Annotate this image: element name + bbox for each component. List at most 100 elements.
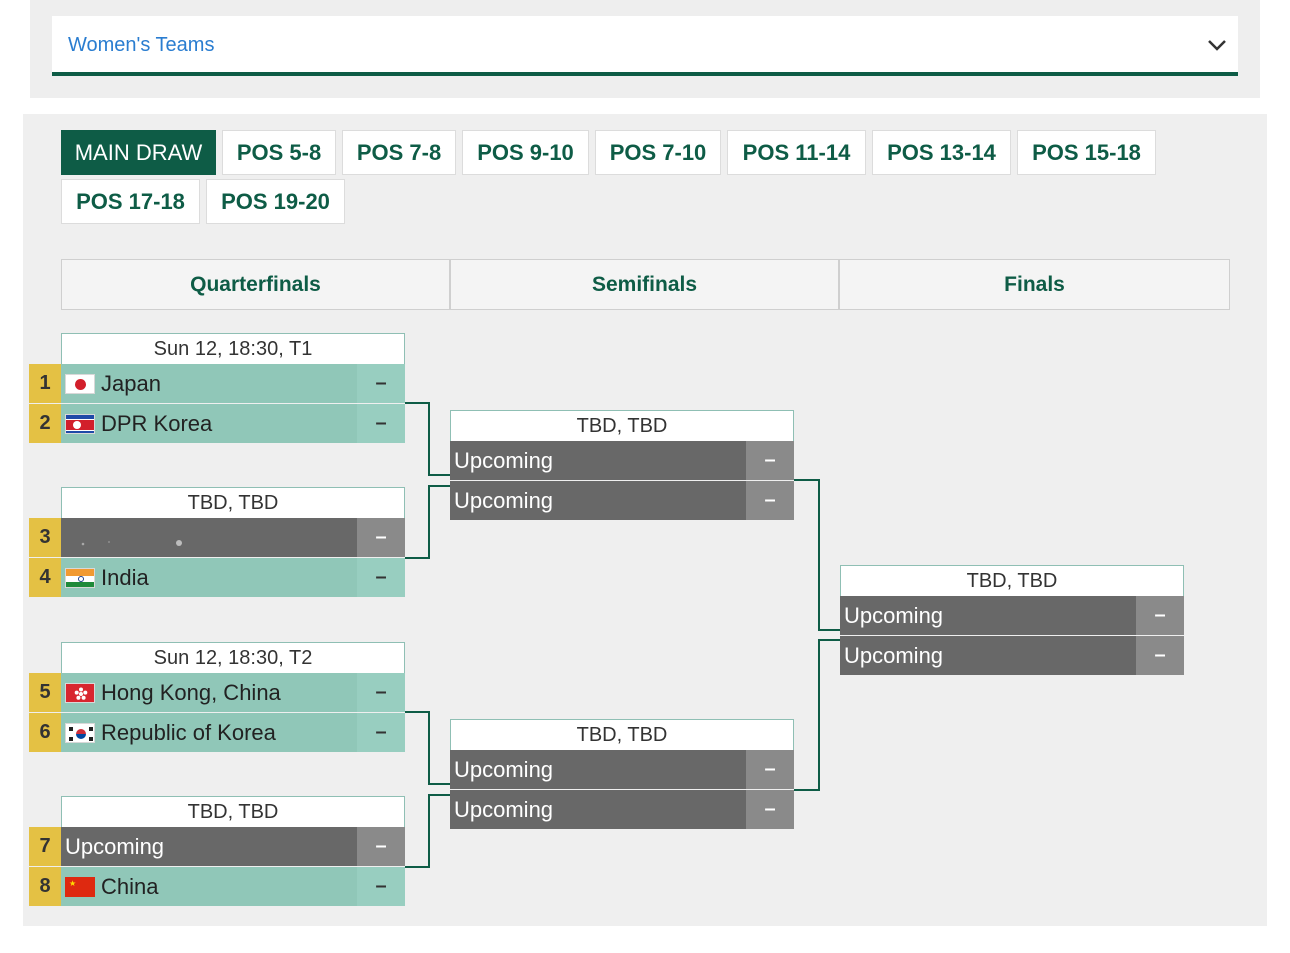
team-cell: Upcoming — [450, 790, 746, 829]
team-cell: Upcoming — [450, 750, 746, 789]
tab-pos-5-8[interactable]: POS 5-8 — [222, 130, 336, 175]
seed-number: 3 — [29, 518, 61, 557]
bracket-connector — [428, 794, 430, 868]
bracket-connector — [428, 783, 450, 785]
china-flag-icon: ★ — [65, 876, 95, 897]
dropdown-selected-value: Women's Teams — [68, 34, 215, 56]
score: – — [357, 518, 405, 557]
match-row[interactable]: 8 ★ China – — [29, 867, 405, 906]
round-header-quarterfinals: Quarterfinals — [61, 259, 450, 310]
bracket-connector — [428, 794, 450, 796]
score: – — [357, 827, 405, 866]
score: – — [746, 441, 794, 480]
team-name: Upcoming — [454, 487, 554, 513]
match-row[interactable]: Upcoming – — [450, 481, 794, 520]
team-name: Hong Kong, China — [101, 679, 281, 705]
team-name: India — [101, 564, 149, 590]
team-name: Japan — [101, 370, 161, 396]
bracket-connector — [794, 479, 820, 481]
score: – — [1136, 636, 1184, 675]
score: – — [1136, 596, 1184, 635]
obscured-content — [81, 540, 182, 546]
team-category-dropdown[interactable]: Women's Teams — [52, 16, 1238, 76]
team-name: China — [101, 873, 159, 899]
match-row[interactable]: 5 Hong Kong, China – — [29, 673, 405, 712]
team-name: Upcoming — [65, 833, 165, 859]
team-name: Upcoming — [454, 796, 554, 822]
tab-pos-11-14[interactable]: POS 11-14 — [727, 130, 866, 175]
team-cell: Upcoming — [840, 596, 1136, 635]
team-name: Upcoming — [454, 756, 554, 782]
team-cell: Upcoming — [450, 481, 746, 520]
seed-number: 1 — [29, 364, 61, 403]
match-row[interactable]: 7 Upcoming – — [29, 827, 405, 866]
match-title: TBD, TBD — [61, 796, 405, 828]
match-title: TBD, TBD — [450, 719, 794, 751]
score: – — [357, 867, 405, 906]
bracket-connector — [428, 474, 450, 476]
bracket-connector — [428, 485, 450, 487]
score: – — [357, 673, 405, 712]
team-cell — [61, 518, 357, 557]
team-cell: Upcoming — [450, 441, 746, 480]
hong-kong-flag-icon — [65, 682, 95, 703]
tab-pos-15-18[interactable]: POS 15-18 — [1017, 130, 1156, 175]
round-header-semifinals: Semifinals — [450, 259, 839, 310]
score: – — [357, 364, 405, 403]
tab-pos-17-18[interactable]: POS 17-18 — [61, 179, 200, 224]
team-cell: Republic of Korea — [61, 713, 357, 752]
bracket-connector — [405, 557, 430, 559]
team-name: Upcoming — [844, 602, 944, 628]
match-title: Sun 12, 18:30, T1 — [61, 333, 405, 365]
india-flag-icon — [65, 567, 95, 588]
bracket-connector — [428, 485, 430, 559]
bracket-connector — [818, 639, 820, 791]
seed-number: 2 — [29, 404, 61, 443]
team-cell: Upcoming — [61, 827, 357, 866]
team-name: Republic of Korea — [101, 719, 276, 745]
bracket-connector — [428, 402, 430, 476]
seed-number: 5 — [29, 673, 61, 712]
team-cell: Hong Kong, China — [61, 673, 357, 712]
match-row[interactable]: 3 – — [29, 518, 405, 557]
seed-number: 6 — [29, 713, 61, 752]
match-row[interactable]: 6 Republic of Korea – — [29, 713, 405, 752]
bracket-connector — [405, 866, 430, 868]
bracket-connector — [794, 789, 820, 791]
score: – — [746, 481, 794, 520]
match-row[interactable]: Upcoming – — [840, 596, 1184, 635]
tab-pos-13-14[interactable]: POS 13-14 — [872, 130, 1011, 175]
match-row[interactable]: 4 India – — [29, 558, 405, 597]
dpr-korea-flag-icon — [65, 413, 95, 434]
match-title: TBD, TBD — [450, 410, 794, 442]
tab-pos-7-10[interactable]: POS 7-10 — [595, 130, 721, 175]
match-row[interactable]: Upcoming – — [450, 441, 794, 480]
japan-flag-icon — [65, 373, 95, 394]
round-header-finals: Finals — [839, 259, 1230, 310]
tab-pos-9-10[interactable]: POS 9-10 — [462, 130, 589, 175]
score: – — [357, 404, 405, 443]
score: – — [357, 713, 405, 752]
match-title: Sun 12, 18:30, T2 — [61, 642, 405, 674]
team-name: Upcoming — [454, 447, 554, 473]
score: – — [746, 750, 794, 789]
match-row[interactable]: 1 Japan – — [29, 364, 405, 403]
tab-main-draw[interactable]: MAIN DRAW — [61, 130, 216, 175]
match-title: TBD, TBD — [840, 565, 1184, 597]
match-row[interactable]: Upcoming – — [450, 790, 794, 829]
bracket-connector — [818, 629, 840, 631]
match-row[interactable]: 2 DPR Korea – — [29, 404, 405, 443]
score: – — [746, 790, 794, 829]
match-title: TBD, TBD — [61, 487, 405, 519]
team-name: DPR Korea — [101, 410, 213, 436]
tab-pos-7-8[interactable]: POS 7-8 — [342, 130, 456, 175]
chevron-down-icon[interactable] — [1206, 34, 1228, 56]
match-row[interactable]: Upcoming – — [450, 750, 794, 789]
match-row[interactable]: Upcoming – — [840, 636, 1184, 675]
team-cell: Japan — [61, 364, 357, 403]
korea-flag-icon — [65, 722, 95, 743]
bracket-connector — [405, 402, 430, 404]
team-name: Upcoming — [844, 642, 944, 668]
team-cell: Upcoming — [840, 636, 1136, 675]
tab-pos-19-20[interactable]: POS 19-20 — [206, 179, 345, 224]
